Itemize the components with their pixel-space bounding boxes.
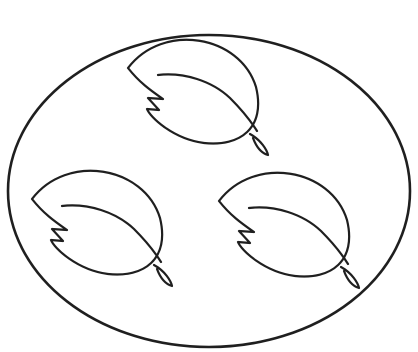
leaf-vein-right xyxy=(249,207,348,264)
leaf-top xyxy=(128,40,268,155)
leaf-stem-left xyxy=(154,265,172,286)
container-ellipse xyxy=(8,35,410,347)
leaf-stem-right xyxy=(341,267,359,288)
leaf-vein-left xyxy=(62,205,161,262)
leaf-right xyxy=(219,173,359,288)
leaf-outline-top xyxy=(128,40,258,144)
leaf-left xyxy=(32,171,172,286)
leaf-stem-top xyxy=(250,134,268,155)
leaf-outline-right xyxy=(219,173,349,277)
leaf-outline-left xyxy=(32,171,162,275)
leaf-vein-top xyxy=(158,74,257,131)
